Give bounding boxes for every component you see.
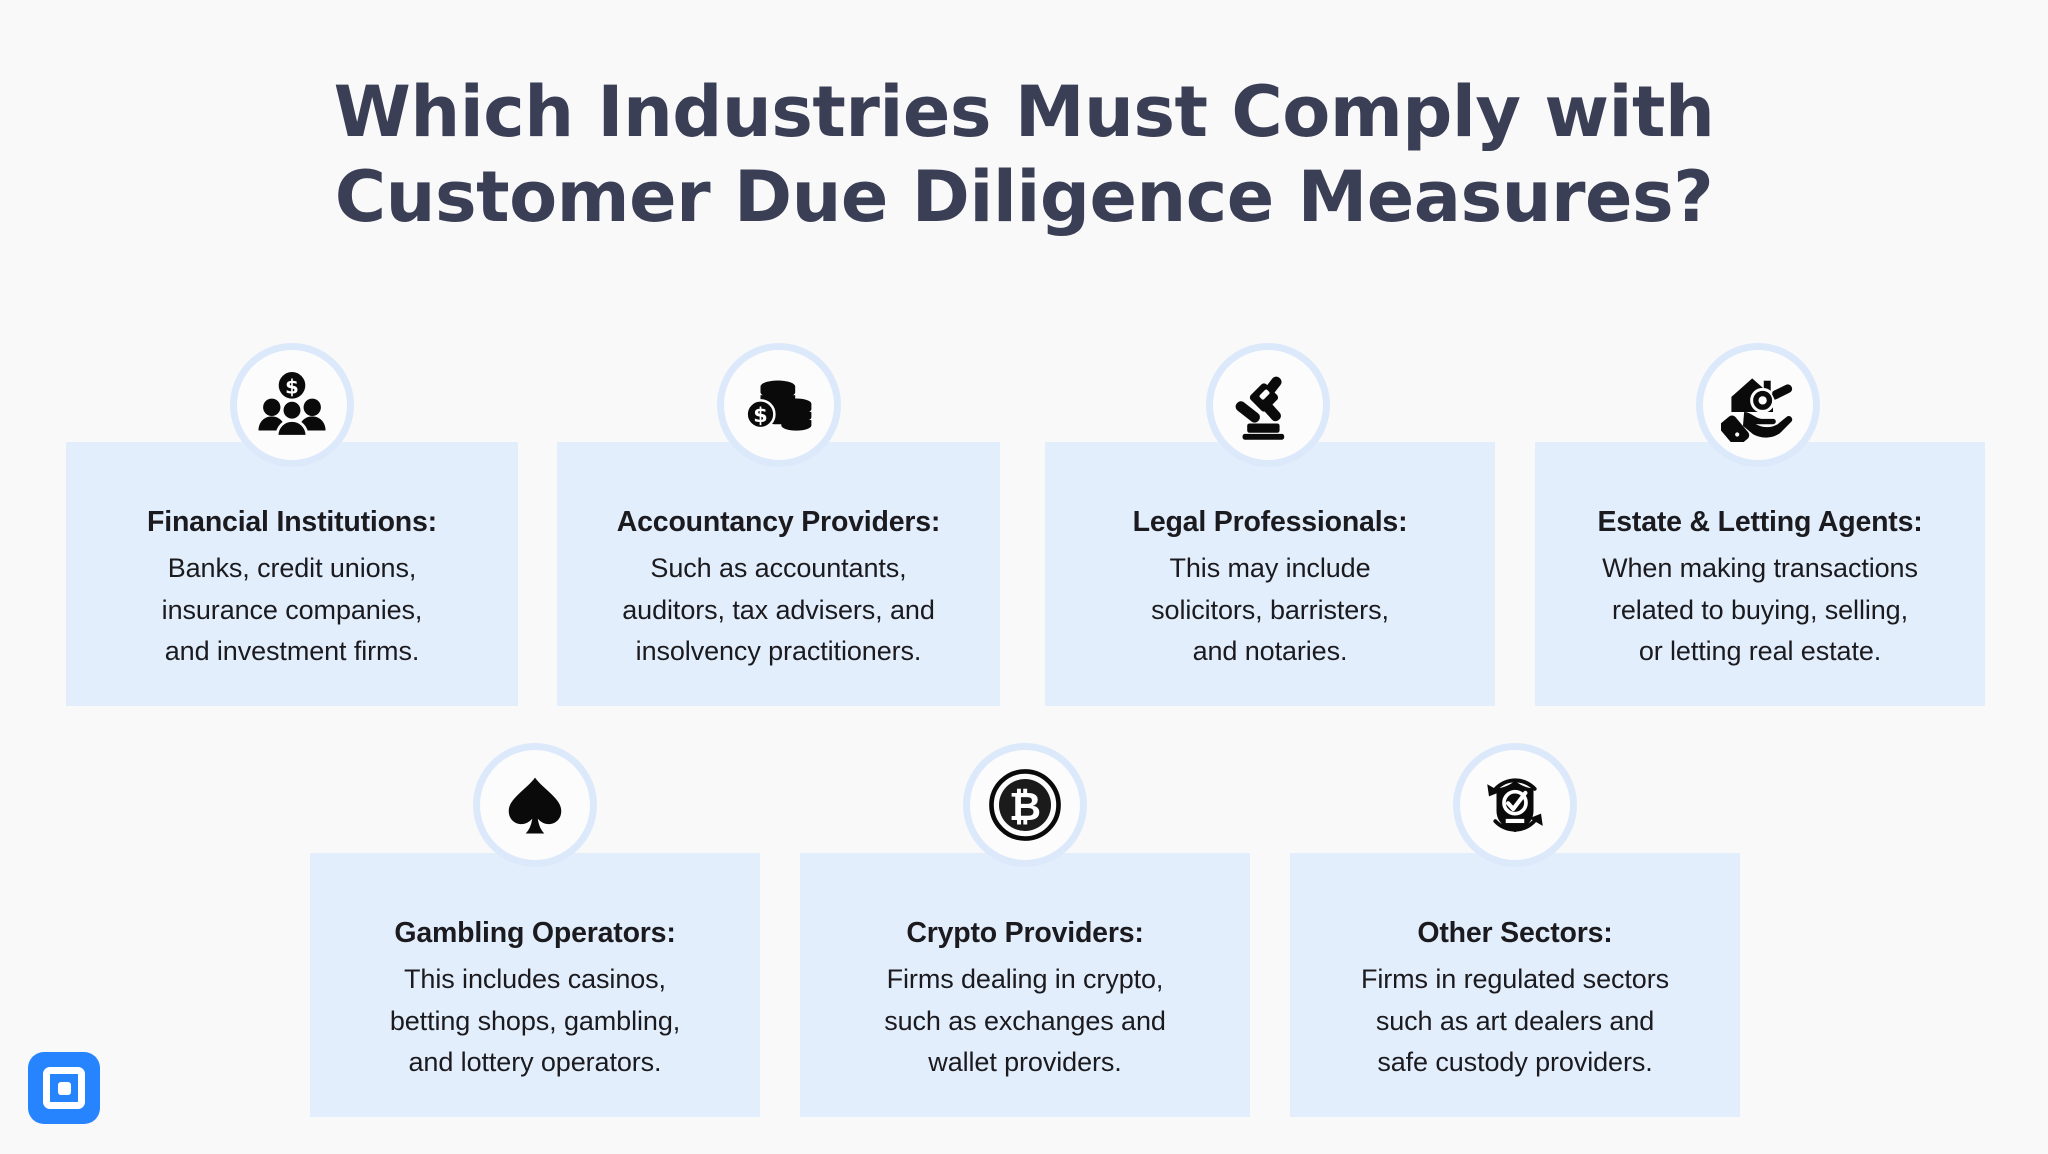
- card-heading: Crypto Providers:: [906, 917, 1144, 949]
- people-dollar-icon: $: [230, 343, 354, 467]
- card-crypto-providers: Crypto Providers: Firms dealing in crypt…: [800, 853, 1250, 1117]
- card-financial-institutions: Financial Institutions: Banks, credit un…: [66, 442, 518, 706]
- svg-text:$: $: [285, 375, 299, 398]
- card-estate-letting-agents: Estate & Letting Agents: When making tra…: [1535, 442, 1985, 706]
- card-body: Firms dealing in crypto, such as exchang…: [884, 964, 1166, 1077]
- card-legal-professionals: Legal Professionals: This may include so…: [1045, 442, 1495, 706]
- logo-dot: [57, 1081, 71, 1095]
- page-title: Which Industries Must Comply with Custom…: [0, 70, 2048, 241]
- house-key-hand-icon: [1696, 343, 1820, 467]
- page-title-line-1: Which Industries Must Comply with: [333, 71, 1715, 153]
- card-heading: Gambling Operators:: [394, 917, 676, 949]
- card-heading: Other Sectors:: [1417, 917, 1613, 949]
- card-gambling-operators: Gambling Operators: This includes casino…: [310, 853, 760, 1117]
- coins-stack-icon: $: [717, 343, 841, 467]
- shield-check-refresh-icon: [1453, 743, 1577, 867]
- svg-text:₿: ₿: [1009, 785, 1041, 830]
- svg-text:$: $: [753, 403, 767, 427]
- card-body: Firms in regulated sectors such as art d…: [1360, 964, 1669, 1077]
- card-body: Banks, credit unions, insurance companie…: [161, 553, 423, 666]
- card-body: This may include solicitors, barristers,…: [1151, 553, 1389, 666]
- card-accountancy-providers: Accountancy Providers: Such as accountan…: [557, 442, 1000, 706]
- card-other-sectors: Other Sectors: Firms in regulated sector…: [1290, 853, 1740, 1117]
- brand-logo[interactable]: [28, 1052, 100, 1124]
- card-body: When making transactions related to buyi…: [1602, 553, 1918, 666]
- card-heading: Legal Professionals:: [1132, 506, 1408, 538]
- bitcoin-coin-icon: ₿: [963, 743, 1087, 867]
- card-heading: Accountancy Providers:: [616, 506, 941, 538]
- spade-icon: [473, 743, 597, 867]
- card-heading: Estate & Letting Agents:: [1597, 506, 1923, 538]
- card-body: Such as accountants, auditors, tax advis…: [622, 553, 935, 666]
- page-title-line-2: Customer Due Diligence Measures?: [334, 156, 1714, 239]
- logo-ring: [43, 1067, 85, 1109]
- card-body: This includes casinos, betting shops, ga…: [389, 964, 681, 1077]
- gavel-icon: [1206, 343, 1330, 467]
- card-heading: Financial Institutions:: [147, 506, 437, 538]
